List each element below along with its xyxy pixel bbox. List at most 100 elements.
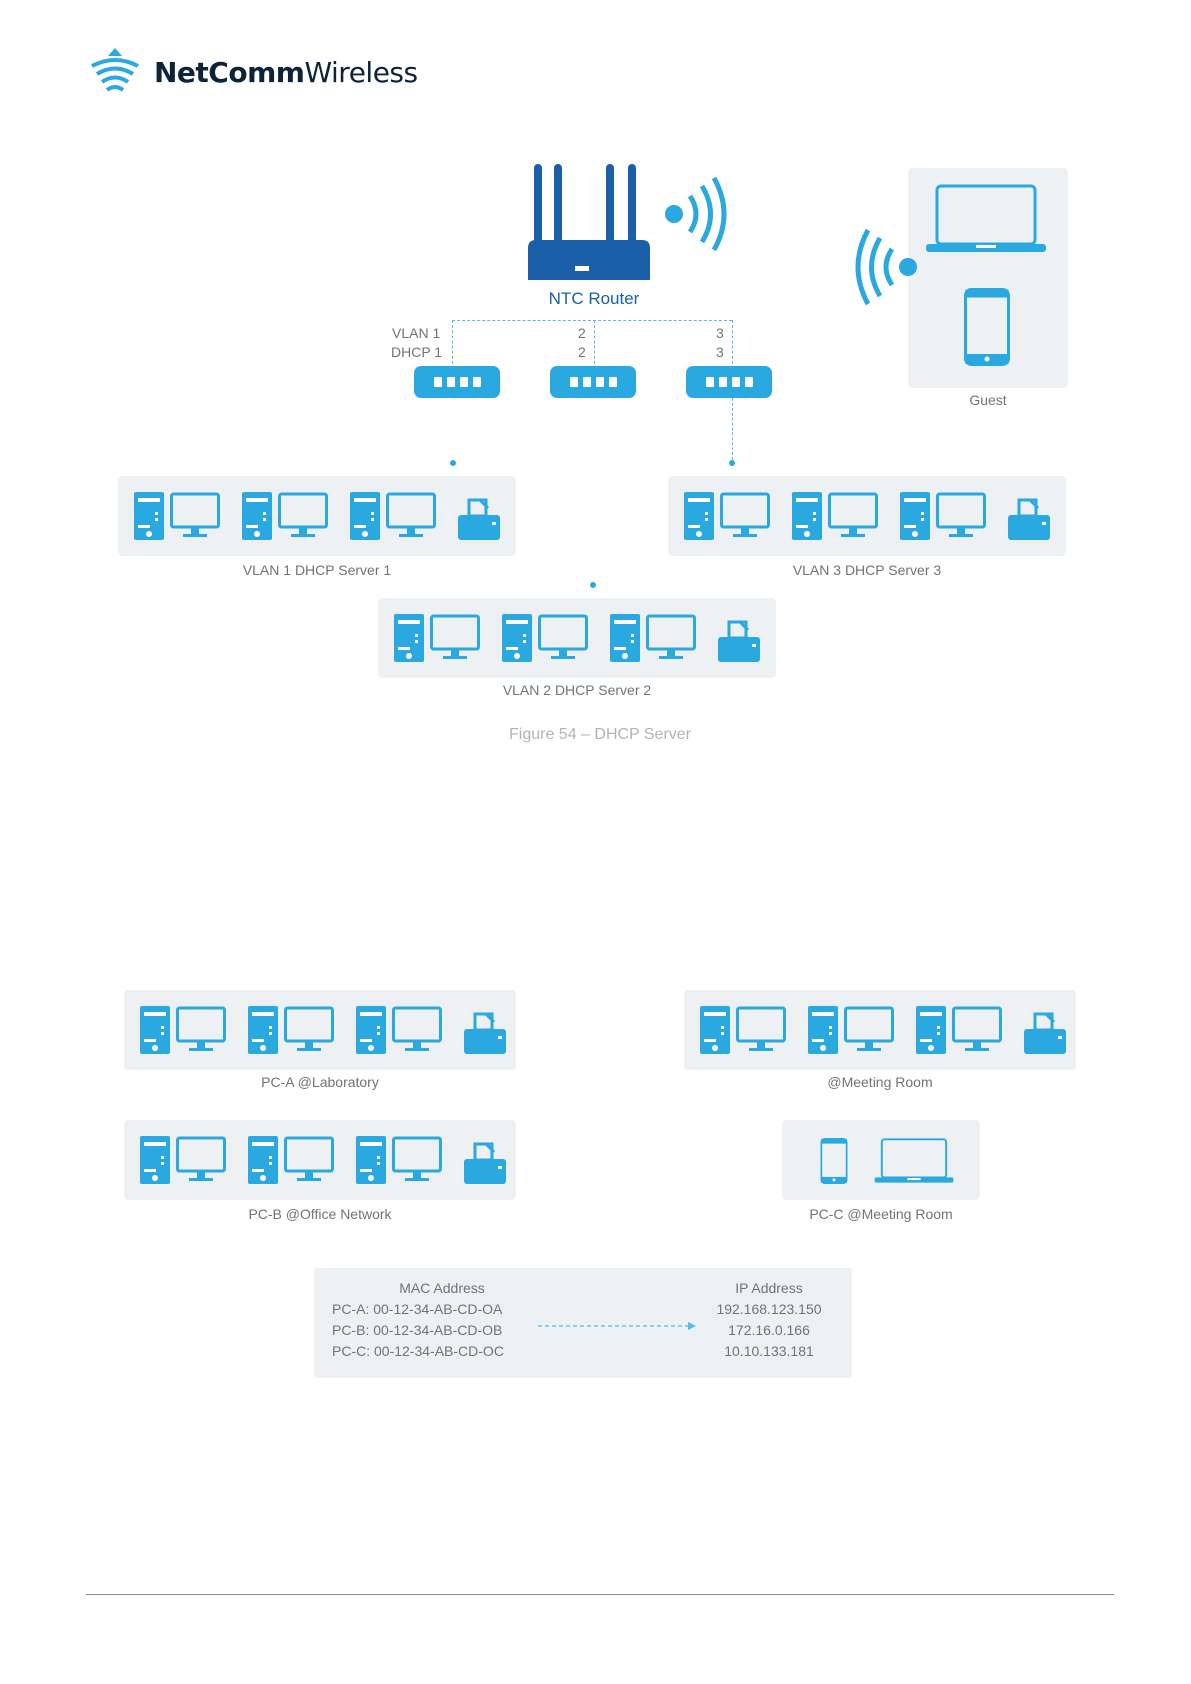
monitor-icon: [284, 1136, 334, 1184]
vlan3-drop-line: [732, 398, 733, 460]
pc-tower-icon: [242, 492, 272, 540]
pc-tower-icon: [502, 614, 532, 662]
meeting-room-caption: @Meeting Room: [827, 1074, 933, 1090]
mac-row: PC-B: 00-12-34-AB-CD-OB: [332, 1322, 503, 1338]
printer-icon: [458, 498, 500, 540]
vlan-connector-line: [452, 320, 732, 321]
vlan1-caption: VLAN 1 DHCP Server 1: [242, 562, 392, 578]
logo-brand-bold: NetComm: [154, 55, 305, 89]
pc-c-caption: PC-C @Meeting Room: [809, 1206, 953, 1222]
vlan2-connector-line: [594, 320, 595, 364]
monitor-icon: [176, 1006, 226, 1054]
pc-tower-icon: [140, 1006, 170, 1054]
pc-a-caption: PC-A @Laboratory: [261, 1074, 379, 1090]
pc-tower-icon: [140, 1136, 170, 1184]
router-wifi-signal-icon: [665, 176, 727, 252]
vlan3-connector-dot: [729, 460, 735, 466]
monitor-icon: [392, 1006, 442, 1054]
vlan3-caption: VLAN 3 DHCP Server 3: [792, 562, 942, 578]
pc-tower-icon: [350, 492, 380, 540]
logo-brand-light: Wireless: [304, 55, 418, 89]
phone-icon: [820, 1138, 848, 1184]
pc-tower-icon: [134, 492, 164, 540]
monitor-icon: [936, 492, 986, 540]
mac-row: PC-C: 00-12-34-AB-CD-OC: [332, 1343, 504, 1359]
monitor-icon: [284, 1006, 334, 1054]
phone-icon: [964, 288, 1010, 366]
monitor-icon: [952, 1006, 1002, 1054]
monitor-icon: [176, 1136, 226, 1184]
pc-tower-icon: [916, 1006, 946, 1054]
monitor-icon: [278, 492, 328, 540]
vlan1-connector-dot: [450, 460, 456, 466]
monitor-icon: [720, 492, 770, 540]
ip-row: 192.168.123.150: [716, 1301, 822, 1317]
printer-icon: [1024, 1012, 1066, 1054]
pc-tower-icon: [356, 1136, 386, 1184]
pc-b-device-group: [124, 1120, 516, 1200]
pc-tower-icon: [248, 1136, 278, 1184]
logo-wordmark: NetCommWireless: [154, 56, 418, 89]
pc-tower-icon: [356, 1006, 386, 1054]
vlan3-device-group: [668, 476, 1066, 556]
vlan1-connector-line: [452, 320, 453, 364]
pc-tower-icon: [792, 492, 822, 540]
vlan1-label: VLAN 1: [392, 325, 441, 341]
laptop-icon: [926, 184, 1046, 254]
monitor-icon: [646, 614, 696, 662]
pc-a-device-group: [124, 990, 516, 1070]
meeting-room-device-group: [684, 990, 1076, 1070]
pc-tower-icon: [700, 1006, 730, 1054]
vlan2-switch-icon: [550, 366, 636, 398]
laptop-icon: [874, 1138, 954, 1184]
monitor-icon: [430, 614, 480, 662]
footer-divider: [86, 1594, 1114, 1595]
vlan1-device-group: [118, 476, 516, 556]
dhcp1-label: DHCP 1: [391, 344, 443, 360]
printer-icon: [1008, 498, 1050, 540]
printer-icon: [464, 1012, 506, 1054]
pc-b-caption: PC-B @Office Network: [248, 1206, 392, 1222]
ip-row: 10.10.133.181: [724, 1343, 814, 1359]
vlan3-switch-icon: [686, 366, 772, 398]
ip-row: 172.16.0.166: [728, 1322, 810, 1338]
monitor-icon: [170, 492, 220, 540]
monitor-icon: [844, 1006, 894, 1054]
mac-column: MAC Address PC-A: 00-12-34-AB-CD-OA PC-B…: [332, 1278, 522, 1362]
pc-tower-icon: [394, 614, 424, 662]
monitor-icon: [392, 1136, 442, 1184]
figure-caption: Figure 54 – DHCP Server: [509, 726, 691, 743]
mac-ip-table: MAC Address PC-A: 00-12-34-AB-CD-OA PC-B…: [314, 1268, 852, 1378]
mac-header: MAC Address: [399, 1280, 485, 1296]
printer-icon: [718, 620, 760, 662]
wifi-logo-icon: [91, 48, 139, 92]
vlan2-caption: VLAN 2 DHCP Server 2: [502, 682, 652, 698]
mapping-arrow-icon: [538, 1322, 696, 1330]
pc-tower-icon: [900, 492, 930, 540]
pc-tower-icon: [808, 1006, 838, 1054]
vlan1-switch-icon: [414, 366, 500, 398]
pc-tower-icon: [684, 492, 714, 540]
netcomm-logo: NetCommWireless: [88, 44, 428, 100]
ip-column: IP Address 192.168.123.150 172.16.0.166 …: [702, 1278, 836, 1362]
pc-tower-icon: [248, 1006, 278, 1054]
printer-icon: [464, 1142, 506, 1184]
monitor-icon: [386, 492, 436, 540]
mac-row: PC-A: 00-12-34-AB-CD-OA: [332, 1301, 503, 1317]
vlan3-label: 3: [716, 325, 724, 341]
router-label: NTC Router: [548, 289, 640, 308]
vlan2-connector-dot: [590, 582, 596, 588]
ip-header: IP Address: [735, 1280, 803, 1296]
monitor-icon: [828, 492, 878, 540]
vlan2-device-group: [378, 598, 776, 678]
guest-wifi-signal-icon: [855, 228, 917, 306]
pc-c-device-group: [782, 1120, 980, 1200]
guest-label: Guest: [969, 392, 1007, 408]
router-icon: [528, 164, 650, 280]
dhcp3-label: 3: [716, 344, 724, 360]
monitor-icon: [736, 1006, 786, 1054]
vlan2-label: 2: [578, 325, 586, 341]
vlan3-connector-line: [732, 320, 733, 364]
guest-panel: [908, 168, 1068, 388]
monitor-icon: [538, 614, 588, 662]
